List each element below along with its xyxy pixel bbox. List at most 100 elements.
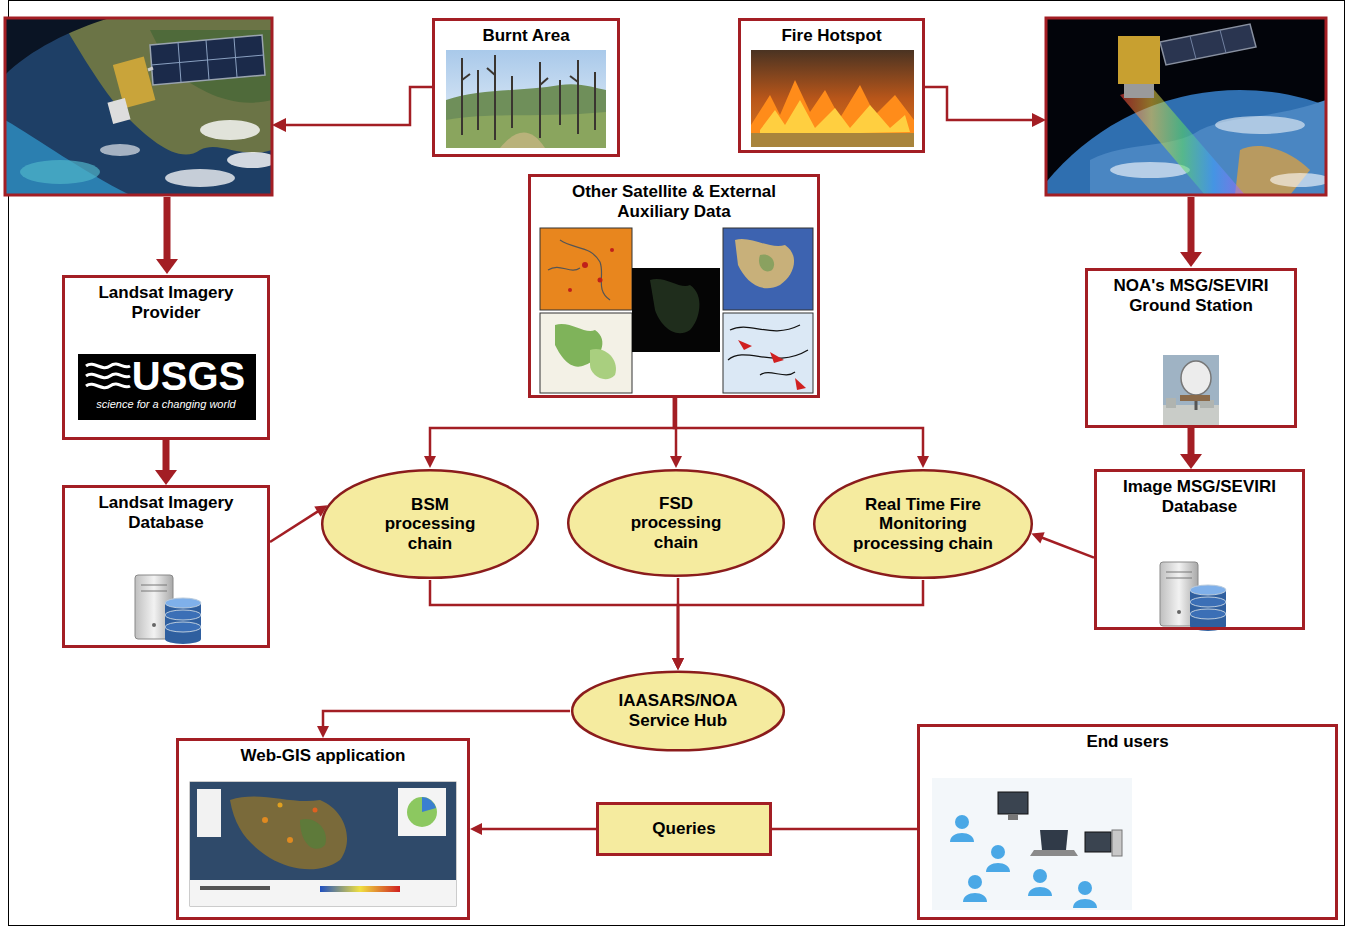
connector-line — [772, 828, 917, 831]
landsat-satellite-image — [20, 160, 100, 184]
arrow-head — [424, 456, 436, 468]
end-users-picture — [998, 792, 1028, 814]
node-heading: End users — [1086, 732, 1168, 752]
webgis-screenshot — [398, 788, 446, 836]
image-frame — [1046, 18, 1326, 195]
database-icon — [165, 598, 201, 608]
end-users-picture — [991, 845, 1005, 859]
ground-station-photo — [1163, 355, 1219, 425]
auxiliary-data-maps — [540, 228, 813, 393]
node-heading: FSD processing chain — [626, 494, 726, 553]
landsat-satellite-image — [151, 55, 264, 65]
connector — [430, 580, 684, 670]
msg-satellite-image — [1124, 84, 1154, 98]
end-users-picture — [1028, 887, 1052, 896]
arrow-head — [1032, 113, 1046, 127]
auxiliary-data-maps — [738, 340, 752, 350]
webgis-screenshot — [278, 803, 283, 808]
auxiliary-data-maps — [598, 278, 603, 283]
connector — [772, 829, 917, 830]
connector — [317, 711, 570, 738]
end-users-picture — [932, 778, 1132, 910]
webgis-screenshot — [300, 819, 326, 849]
logo-text: USGS — [132, 356, 245, 396]
auxiliary-data-maps — [590, 349, 616, 379]
application-box: Web-GIS application — [176, 738, 470, 920]
arrow-head — [1031, 532, 1044, 543]
webgis-screenshot — [200, 886, 270, 890]
end-users-picture — [1030, 850, 1078, 856]
burnt-area-photo — [570, 76, 578, 82]
connector-line — [481, 828, 596, 831]
node-heading: Landsat Imagery Database — [71, 493, 261, 534]
webgis-screenshot — [262, 817, 268, 823]
connector-line — [323, 711, 570, 727]
msg-satellite-image — [1235, 146, 1310, 195]
connector-line — [430, 580, 678, 659]
flow-arrow — [164, 197, 171, 261]
process-ellipse: FSD processing chain — [566, 468, 786, 578]
usgs-logo — [78, 354, 256, 420]
image-box: Burnt Area — [432, 18, 620, 157]
connector — [270, 505, 328, 542]
burnt-area-photo — [461, 58, 463, 135]
node-heading: Image MSG/SEVIRI Database — [1103, 477, 1296, 518]
end-users-picture — [1078, 881, 1092, 895]
auxiliary-data-maps — [728, 350, 808, 360]
logo-text: science for a changing world — [96, 398, 235, 411]
node-heading: Queries — [652, 819, 715, 839]
ellipse-outline — [572, 672, 784, 751]
burnt-area-photo — [477, 70, 479, 130]
auxiliary-data-maps — [568, 288, 572, 292]
auxiliary-data-maps — [723, 313, 813, 393]
query-box: Queries — [596, 802, 772, 856]
auxiliary-data-maps — [730, 325, 800, 331]
database-box: Image MSG/SEVIRI Database — [1094, 469, 1305, 630]
fire-photo — [751, 133, 914, 147]
burnt-area-photo — [540, 78, 548, 85]
node-heading: NOA's MSG/SEVIRI Ground Station — [1094, 276, 1288, 317]
end-users-picture — [1085, 832, 1111, 852]
webgis-screenshot — [197, 789, 221, 837]
landsat-satellite-image — [150, 30, 272, 103]
node-heading: BSM processing chain — [380, 495, 480, 554]
connector-line — [163, 440, 170, 471]
database-icon — [165, 634, 201, 644]
node-heading: Real Time Fire Monitoring processing cha… — [853, 495, 993, 554]
landsat-satellite-image — [5, 18, 272, 195]
arrow-head — [672, 658, 684, 670]
ellipse-outline — [814, 470, 1032, 578]
msg-satellite-image — [1190, 36, 1196, 59]
burnt-area-photo — [446, 84, 606, 148]
database-icon — [1160, 562, 1226, 631]
webgis-screenshot — [190, 782, 456, 880]
fire-photo — [751, 50, 914, 147]
arrow-head — [470, 823, 482, 835]
auxiliary-data-maps — [795, 378, 806, 390]
database-icon — [135, 575, 201, 644]
arrow-head — [672, 658, 684, 670]
end-users-picture — [986, 863, 1010, 872]
flow-arrow — [925, 87, 1034, 120]
connector — [1180, 428, 1202, 469]
landsat-satellite-image — [148, 68, 153, 70]
landsat-satellite-image — [165, 169, 235, 187]
flow-arrow — [284, 87, 432, 125]
arrow-head — [272, 118, 286, 132]
database-icon — [1166, 578, 1192, 579]
auxiliary-data-maps — [582, 262, 588, 268]
usgs-logo — [86, 384, 130, 388]
msg-satellite-image — [1270, 173, 1326, 187]
database-icon — [1190, 585, 1226, 595]
database-icon — [1166, 572, 1192, 573]
msg-satellite-image — [1120, 85, 1245, 195]
end-users-picture — [1112, 830, 1122, 856]
provider-box: Landsat Imagery ProviderUSGSscience for … — [62, 275, 270, 440]
arrow-head — [917, 456, 929, 468]
connector — [1031, 532, 1094, 557]
msg-satellite-image — [1110, 162, 1190, 178]
database-icon — [141, 591, 167, 592]
fire-photo — [751, 50, 914, 147]
msg-satellite-image — [1160, 24, 1256, 65]
